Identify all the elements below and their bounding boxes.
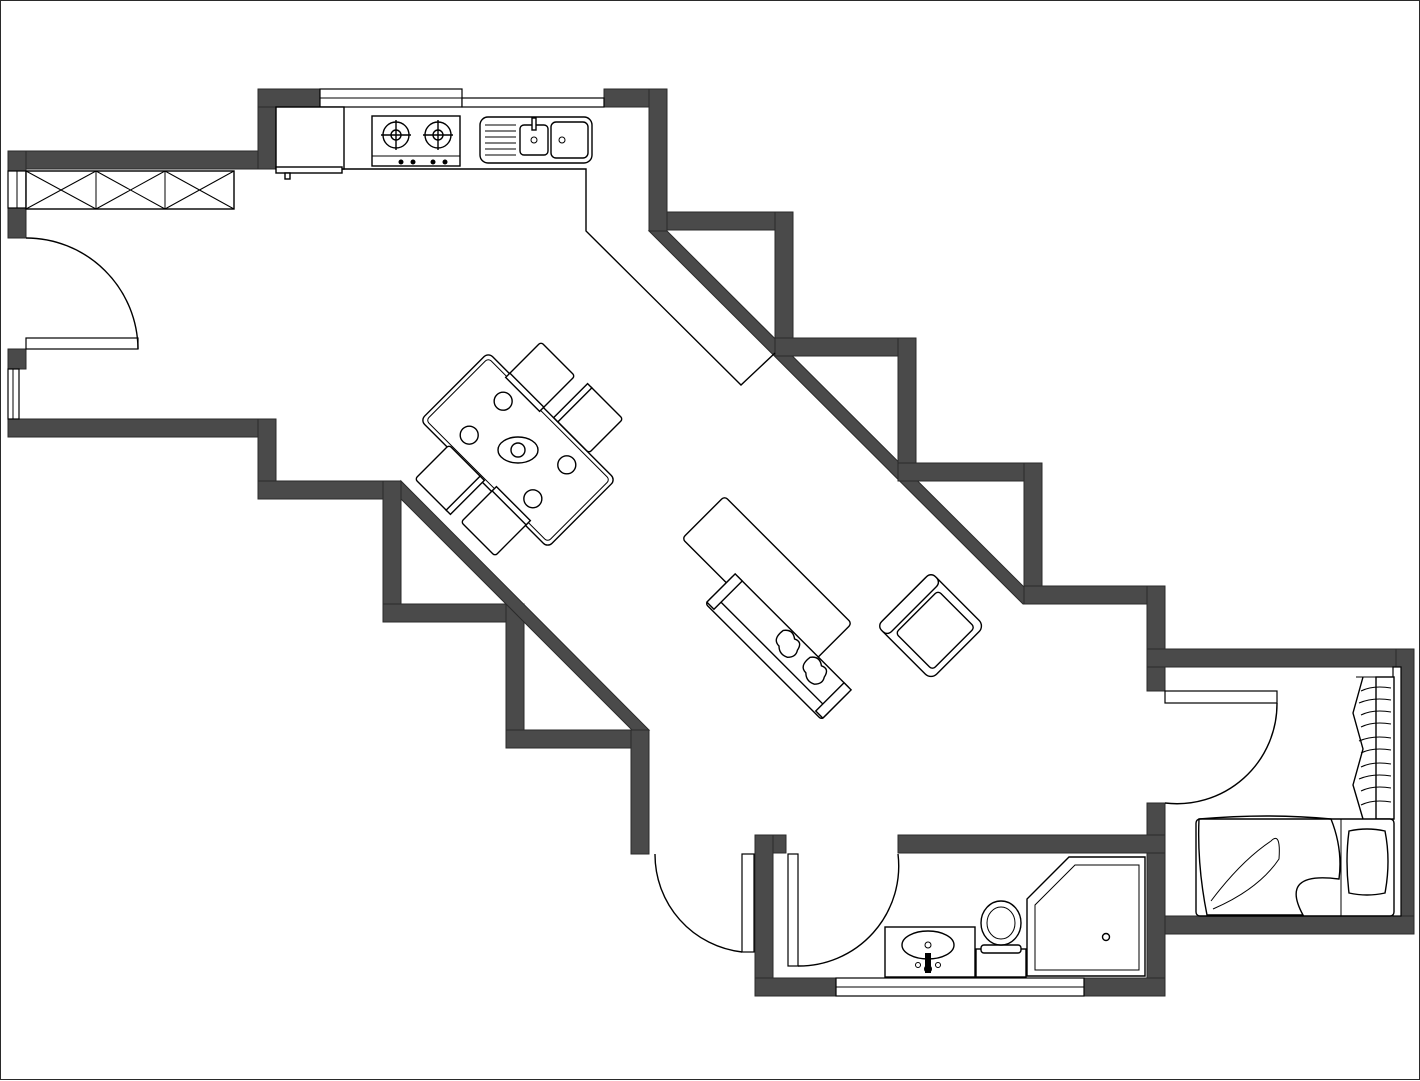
wall-segment <box>897 462 1043 482</box>
dining-chair <box>415 445 486 516</box>
wall-segment <box>7 207 27 239</box>
wall-segment <box>257 480 402 500</box>
entrance-door[interactable] <box>25 237 139 350</box>
dining-table-icon <box>422 354 614 546</box>
bathroom-door[interactable] <box>787 853 900 967</box>
burner-right <box>423 120 453 150</box>
sofa-icon <box>705 572 853 720</box>
wall-segment <box>1146 802 1166 997</box>
cooktop-icon <box>371 115 461 167</box>
window-left-top <box>7 170 27 209</box>
wall-segment <box>382 603 525 623</box>
fridge-icon <box>275 106 345 170</box>
wall-segment <box>754 834 774 997</box>
armchair-icon <box>879 574 983 678</box>
pillow <box>1346 828 1389 896</box>
wall-segment <box>382 480 402 623</box>
wall-segment <box>7 150 27 172</box>
wall-segment <box>7 348 27 370</box>
wall-segment <box>1146 915 1415 935</box>
burner-left <box>381 120 411 150</box>
wall-segment <box>1146 648 1415 668</box>
windows <box>7 88 1402 997</box>
dining-chair <box>461 485 532 556</box>
wall-segment <box>1083 977 1166 997</box>
wall-segment <box>630 729 650 855</box>
wall-segment <box>666 211 794 231</box>
bed-icon <box>1195 815 1395 917</box>
window-kitchen-top <box>319 88 605 108</box>
wall-segment <box>7 418 277 438</box>
front-door[interactable] <box>654 853 755 953</box>
dining-chair <box>552 382 623 453</box>
kitchen-cabinets-icon <box>25 170 235 210</box>
wall-segment <box>1023 585 1166 605</box>
wall-segment <box>897 834 1166 854</box>
wall-segment <box>774 211 794 356</box>
kitchen-counter <box>275 106 776 386</box>
dining-chair <box>504 342 575 413</box>
wall-segment <box>257 88 321 108</box>
wardrobe-icon <box>1352 676 1395 820</box>
wall-segment <box>505 729 650 749</box>
wall-segment <box>7 150 277 170</box>
wall-segment <box>648 88 668 232</box>
wall-segment <box>754 977 837 997</box>
wall-segment-diagonal <box>400 479 651 731</box>
double-sink-icon <box>479 116 593 164</box>
walls <box>7 88 1415 997</box>
wall-segment <box>774 337 917 357</box>
wall-segment <box>1023 462 1043 605</box>
wall-segment <box>897 337 917 482</box>
hangers <box>1358 686 1392 806</box>
window-left-bottom <box>7 368 20 420</box>
window-bathroom-bottom <box>835 977 1085 997</box>
toilet-icon <box>975 900 1027 978</box>
shower-icon <box>1026 856 1146 977</box>
wall-segment <box>505 603 525 749</box>
place-setting <box>459 391 577 509</box>
bedroom-door[interactable] <box>1164 690 1278 805</box>
washbasin-icon <box>884 926 976 978</box>
wall-segment <box>1146 585 1166 692</box>
